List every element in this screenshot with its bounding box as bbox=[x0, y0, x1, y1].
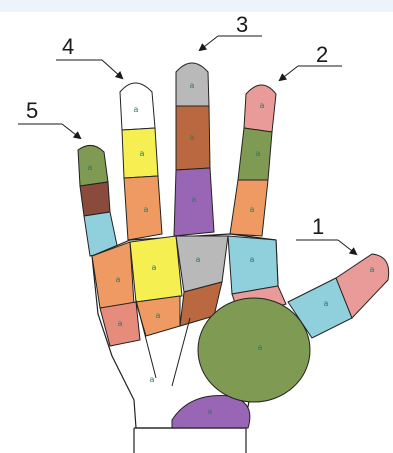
glyph: a bbox=[208, 407, 213, 416]
label-3-group: 3 bbox=[200, 12, 262, 50]
glyph: a bbox=[152, 263, 157, 272]
label-1-group: 1 bbox=[296, 214, 356, 254]
glyph: a bbox=[324, 299, 329, 308]
ring-finger bbox=[120, 83, 162, 240]
glyph: a bbox=[190, 81, 195, 90]
glyph: a bbox=[118, 319, 123, 328]
glyph: a bbox=[370, 265, 375, 274]
glyph: a bbox=[144, 205, 149, 214]
glyph: a bbox=[256, 149, 261, 158]
little-zone-olive bbox=[78, 145, 108, 186]
glyph: a bbox=[88, 163, 93, 172]
glyph: a bbox=[140, 149, 145, 158]
label-4-arrow bbox=[102, 60, 122, 78]
palm bbox=[92, 234, 310, 428]
label-5: 5 bbox=[26, 98, 38, 123]
glyph: a bbox=[134, 105, 139, 114]
glyph: a bbox=[190, 133, 195, 142]
wrist-line bbox=[134, 428, 246, 453]
glyph: a bbox=[150, 375, 155, 384]
glyph: a bbox=[250, 255, 255, 264]
glyph: a bbox=[156, 311, 161, 320]
label-2: 2 bbox=[316, 42, 328, 67]
glyph: a bbox=[192, 195, 197, 204]
palm-zone-thenar bbox=[198, 298, 310, 402]
glyph: a bbox=[258, 343, 263, 352]
label-5-group: 5 bbox=[18, 98, 80, 138]
label-3: 3 bbox=[236, 12, 248, 37]
label-4-group: 4 bbox=[56, 34, 122, 78]
label-5-arrow bbox=[62, 124, 80, 138]
palm-zone-lightblue bbox=[228, 236, 278, 294]
glyph: a bbox=[260, 101, 265, 110]
glyph: a bbox=[250, 205, 255, 214]
glyph: a bbox=[116, 275, 121, 284]
label-1: 1 bbox=[312, 214, 324, 239]
little-zone-darkbrown bbox=[80, 182, 110, 216]
label-1-arrow bbox=[338, 240, 356, 254]
label-2-arrow bbox=[280, 66, 298, 80]
label-4: 4 bbox=[62, 34, 74, 59]
label-2-group: 2 bbox=[280, 42, 342, 80]
label-3-arrow bbox=[200, 36, 218, 50]
glyph: a bbox=[196, 255, 201, 264]
little-finger bbox=[78, 145, 118, 256]
